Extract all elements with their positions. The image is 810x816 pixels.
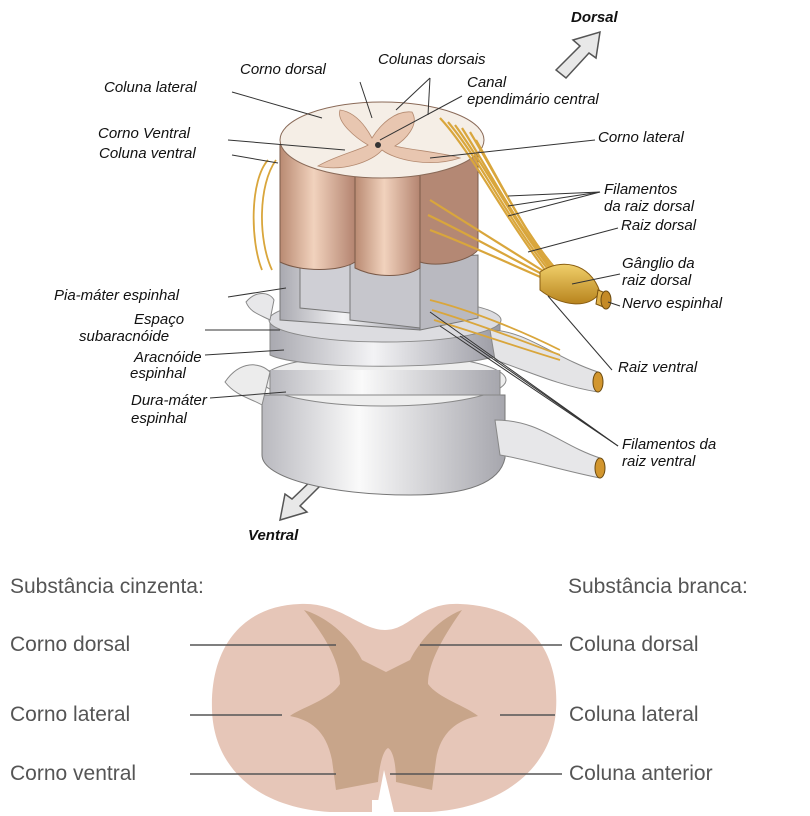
label-nervo-espinhal: Nervo espinhal [622,296,722,311]
label-raiz-dorsal: Raiz dorsal [621,218,696,233]
dorsal-label: Dorsal [571,10,618,25]
label-pia-mater: Pia-máter espinhal [54,288,179,303]
label-raiz-ventral: Raiz ventral [618,360,697,375]
label-coluna-dorsal-section: Coluna dorsal [569,634,699,656]
label-espaco-1: Espaço [134,312,184,327]
label-canal-2: ependimário central [467,92,599,107]
label-corno-lateral-section: Corno lateral [10,704,130,726]
label-corno-dorsal: Corno dorsal [240,62,326,77]
label-aracnoide-2: espinhal [130,366,186,381]
label-corno-lateral: Corno lateral [598,130,684,145]
label-filamentos-ventral-2: raiz ventral [622,454,695,469]
label-colunas-dorsais: Colunas dorsais [378,52,486,67]
label-aracnoide-1: Aracnóide [134,350,202,365]
label-coluna-lateral: Coluna lateral [104,80,197,95]
label-dura-1: Dura-máter [131,393,207,408]
label-filamentos-dorsal-2: da raiz dorsal [604,199,694,214]
label-dura-2: espinhal [131,411,187,426]
label-coluna-anterior-section: Coluna anterior [569,763,713,785]
ventral-label: Ventral [248,528,298,543]
label-coluna-ventral: Coluna ventral [99,146,196,161]
label-ganglio-1: Gânglio da [622,256,695,271]
cross-section [212,604,556,812]
label-corno-ventral: Corno Ventral [98,126,190,141]
label-ganglio-2: raiz dorsal [622,273,691,288]
dorsal-root-ganglion [540,264,611,309]
label-coluna-lateral-section: Coluna lateral [569,704,699,726]
label-canal-1: Canal [467,75,506,90]
white-matter-title: Substância branca: [568,576,748,598]
label-filamentos-dorsal-1: Filamentos [604,182,677,197]
label-espaco-2: subaracnóide [79,329,169,344]
gray-matter-title: Substância cinzenta: [10,576,204,598]
label-corno-dorsal-section: Corno dorsal [10,634,130,656]
label-corno-ventral-section: Corno ventral [10,763,136,785]
label-filamentos-ventral-1: Filamentos da [622,437,716,452]
dorsal-arrow-icon [556,32,600,78]
